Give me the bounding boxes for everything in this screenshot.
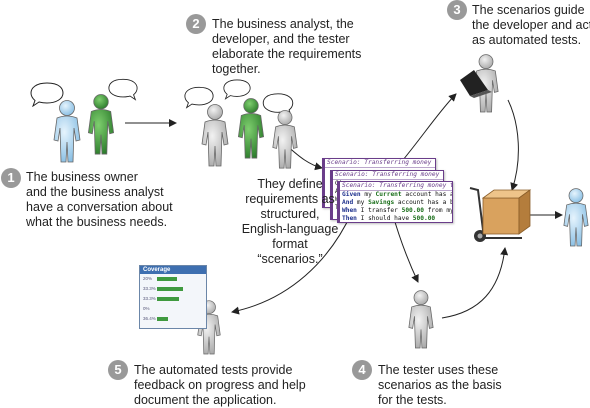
coverage-row-bar [157, 277, 177, 281]
scenario-step-line: When I transfer 500.00 from my [342, 207, 453, 214]
step-5-badge: 5 [108, 360, 128, 380]
step-4-badge: 4 [352, 360, 372, 380]
scenario-card-front: Scenario: Transferring money to Given my… [337, 181, 453, 223]
step-2-text: The business analyst, the developer, and… [212, 17, 362, 76]
arrow-scenarios-to-coverage [231, 211, 353, 315]
arrow-developer-to-delivery [507, 99, 519, 191]
step-3-badge: 3 [447, 0, 467, 20]
speech-bubble-icon [30, 82, 64, 107]
coverage-row-bar [157, 287, 183, 291]
business-analyst-icon [88, 94, 114, 155]
laptop-icon [460, 70, 488, 96]
coverage-row-bar [157, 297, 179, 301]
developer-figure-icon [238, 98, 264, 159]
scenario-card-title: Scenario: Transferring money to [340, 182, 453, 191]
coverage-report: Coverage 20% 33.3% 33.3% 0% 36.4% [139, 265, 207, 329]
analyst-figure-icon [201, 104, 229, 167]
business-owner-icon [53, 100, 81, 163]
step-1-text: The business owner and the business anal… [26, 170, 173, 229]
speech-bubble-icon [184, 86, 214, 109]
coverage-row-label: 20% [143, 276, 153, 281]
coverage-row-label: 33.3% [143, 286, 156, 291]
speech-bubble-icon [223, 79, 251, 100]
coverage-row: 0% [143, 305, 203, 314]
coverage-title: Coverage [140, 266, 206, 274]
arrow-tester-to-delivery [441, 247, 509, 319]
scenarios-caption: They define requirements as structured, … [241, 177, 339, 266]
coverage-row: 33.3% [143, 285, 203, 294]
coverage-row-label: 36.4% [143, 316, 156, 321]
coverage-row: 36.4% [143, 315, 203, 324]
step-2-badge: 2 [186, 14, 206, 34]
delivery-hand-truck-icon [469, 187, 532, 242]
step-3-text: The scenarios guide the developer and ac… [472, 3, 590, 47]
tester-figure-icon [272, 110, 298, 169]
coverage-row-label: 0% [143, 306, 150, 311]
business-owner-receiving-icon [563, 188, 589, 247]
coverage-row-label: 33.3% [143, 296, 156, 301]
step1-people [30, 78, 138, 163]
arrow-scenarios-to-developer [397, 93, 457, 167]
coverage-rows: 20% 33.3% 33.3% 0% 36.4% [140, 275, 206, 324]
coverage-row: 33.3% [143, 295, 203, 304]
step-5-text: The automated tests provide feedback on … [134, 363, 306, 407]
step-1-badge: 1 [1, 168, 21, 188]
step-4-text: The tester uses these scenarios as the b… [378, 363, 502, 407]
speech-bubble-icon [108, 78, 138, 101]
coverage-row: 20% [143, 275, 203, 284]
developer-with-laptop [460, 54, 499, 113]
scenario-step-line: Then I should have 500.00 [342, 215, 436, 222]
step2-people [184, 79, 298, 169]
scenario-step-line: And my Savings account has a ba [342, 199, 453, 206]
scenario-step-line: Given my Current account has a [342, 191, 453, 198]
tester-icon [408, 290, 434, 349]
coverage-row-bar [157, 317, 168, 321]
